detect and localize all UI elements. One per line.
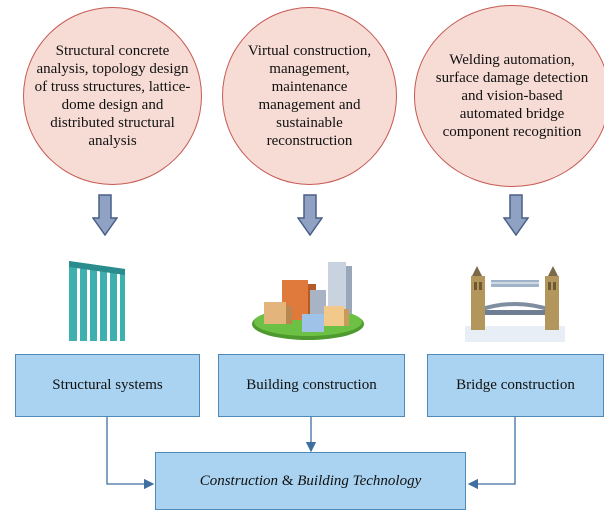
topic-ellipse-structural: Structural concrete analysis, topology d…	[23, 7, 202, 185]
city-buildings-icon	[252, 262, 364, 340]
category-label-structural: Structural systems	[52, 377, 163, 393]
topic-text-building: Virtual construction, management, mainte…	[247, 43, 372, 149]
down-arrow-icon	[297, 194, 323, 236]
central-title-part2: Building Technology	[297, 472, 422, 489]
topic-ellipse-bridge: Welding automation, surface damage detec…	[414, 5, 604, 187]
category-box-structural: Structural systems	[15, 354, 200, 417]
building-facade-icon	[69, 261, 125, 341]
down-arrow-icon	[503, 194, 529, 236]
topic-text-structural: Structural concrete analysis, topology d…	[34, 43, 191, 149]
category-box-building: Building construction	[218, 354, 405, 417]
tower-bridge-icon	[465, 266, 565, 342]
down-arrow-icon	[92, 194, 118, 236]
category-box-bridge: Bridge construction	[427, 354, 604, 417]
central-title-part1: Construction	[199, 472, 279, 489]
category-label-bridge: Bridge construction	[456, 377, 575, 393]
central-title-amp: &	[278, 472, 298, 489]
central-box-construction-building-technology: Construction & Building Technology	[155, 452, 466, 510]
category-label-building: Building construction	[246, 377, 377, 393]
central-title: Construction & Building Technology	[200, 473, 422, 490]
topic-text-bridge: Welding automation, surface damage detec…	[435, 52, 589, 140]
topic-ellipse-building: Virtual construction, management, mainte…	[222, 7, 397, 185]
